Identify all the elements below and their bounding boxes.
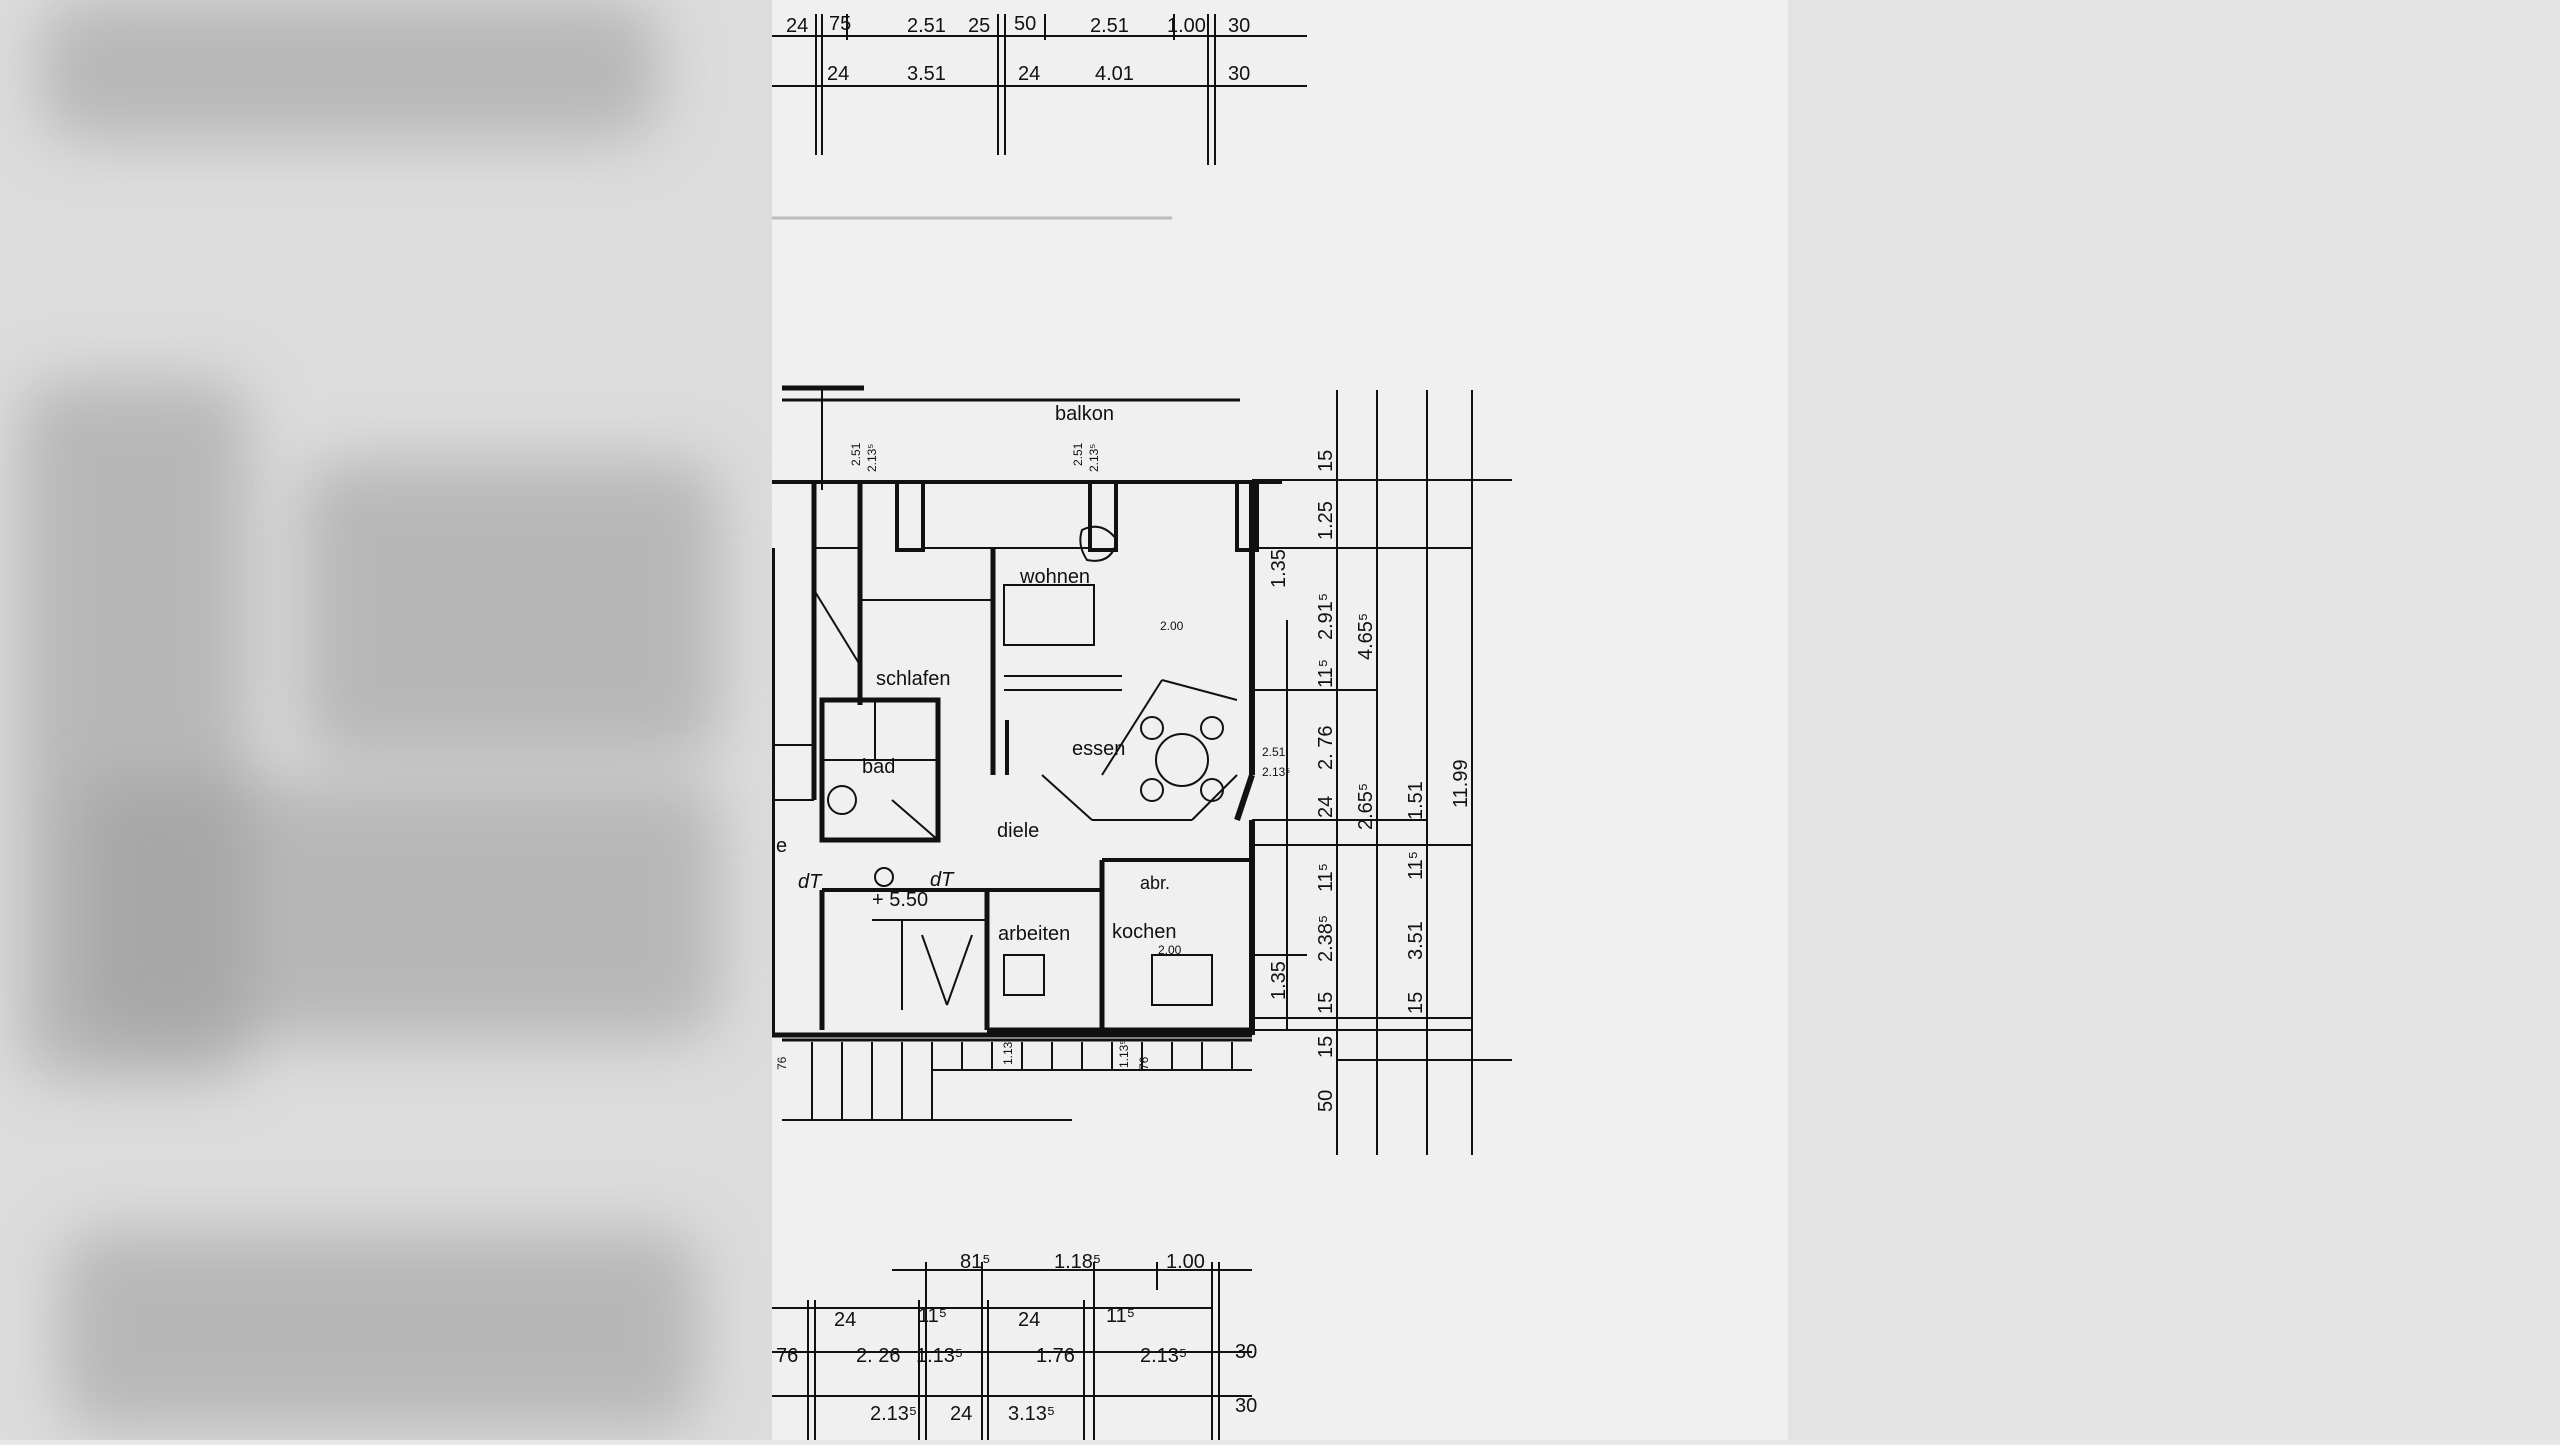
room-label-kochen: kochen [1112, 921, 1177, 943]
svg-text:1.00: 1.00 [1166, 1251, 1205, 1273]
blurred-background-right [1788, 0, 2560, 1440]
svg-text:2.00: 2.00 [1160, 619, 1184, 633]
svg-text:2.51: 2.51 [1090, 15, 1129, 37]
room-label-essen: essen [1072, 738, 1125, 760]
svg-text:2.91⁵: 2.91⁵ [1315, 593, 1337, 640]
room-label-schlafen: schlafen [876, 668, 951, 690]
dt-label-right: dT [930, 869, 955, 891]
svg-text:2.13⁵: 2.13⁵ [865, 444, 879, 472]
svg-text:3.13⁵: 3.13⁵ [1008, 1403, 1055, 1425]
svg-text:11⁵: 11⁵ [1106, 1305, 1135, 1327]
svg-text:11⁵: 11⁵ [918, 1305, 947, 1327]
svg-text:24: 24 [1315, 796, 1337, 818]
svg-text:2.13⁵: 2.13⁵ [1140, 1345, 1187, 1367]
svg-text:50: 50 [1014, 13, 1036, 35]
svg-text:3.51: 3.51 [907, 63, 946, 85]
room-label-arbeiten: arbeiten [998, 923, 1070, 945]
svg-text:2.51: 2.51 [849, 442, 863, 466]
room-label-abr: abr. [1140, 873, 1170, 893]
svg-text:30: 30 [1228, 63, 1250, 85]
svg-text:11⁵: 11⁵ [1315, 659, 1337, 688]
top-dimensions-row2: 24 3.51 24 4.01 30 [827, 63, 1250, 85]
svg-text:11.99: 11.99 [1450, 759, 1472, 808]
room-label-diele: diele [997, 820, 1039, 842]
svg-text:2.51: 2.51 [1071, 442, 1085, 466]
svg-text:24: 24 [827, 63, 849, 85]
svg-text:76: 76 [776, 1345, 798, 1367]
top-dimensions-row1: 24 75 2.51 25 50 2.51 1.00 30 [786, 13, 1250, 37]
svg-text:11⁵: 11⁵ [1405, 851, 1427, 880]
bottom-dimensions-row2: 24 11⁵ 24 11⁵ [834, 1305, 1135, 1331]
svg-text:1.25: 1.25 [1315, 501, 1337, 540]
svg-text:2.13⁵: 2.13⁵ [1262, 765, 1290, 779]
svg-text:1.00: 1.00 [1167, 15, 1206, 37]
svg-text:15: 15 [1315, 1036, 1337, 1058]
svg-text:2. 76: 2. 76 [1315, 726, 1337, 770]
svg-text:30: 30 [1235, 1395, 1257, 1417]
svg-text:24: 24 [1018, 1309, 1040, 1331]
blurred-background-left [0, 0, 772, 1440]
svg-text:4.01: 4.01 [1095, 63, 1134, 85]
svg-text:1.76: 1.76 [1036, 1345, 1075, 1367]
svg-text:30: 30 [1235, 1341, 1257, 1363]
svg-text:1.35: 1.35 [1268, 549, 1290, 588]
bottom-dimensions-row4: 2.13⁵ 24 3.13⁵ 30 [870, 1395, 1257, 1425]
svg-text:81⁵: 81⁵ [960, 1251, 991, 1273]
svg-text:30: 30 [1228, 15, 1250, 37]
bottom-dimensions-row1: 81⁵ 1.18⁵ 1.00 [960, 1251, 1205, 1273]
svg-text:24: 24 [950, 1403, 972, 1425]
svg-text:76: 76 [775, 1056, 789, 1070]
svg-text:24: 24 [786, 15, 808, 37]
svg-text:15: 15 [1405, 992, 1427, 1014]
svg-text:3.51: 3.51 [1405, 921, 1427, 960]
svg-text:1.51: 1.51 [1405, 781, 1427, 820]
svg-text:1.18⁵: 1.18⁵ [1054, 1251, 1101, 1273]
svg-text:2.51: 2.51 [1262, 745, 1286, 759]
svg-text:4.65⁵: 4.65⁵ [1355, 613, 1377, 660]
svg-text:76: 76 [1137, 1056, 1151, 1070]
svg-text:15: 15 [1315, 450, 1337, 472]
svg-text:2.13⁵: 2.13⁵ [1087, 444, 1101, 472]
svg-text:15: 15 [1315, 992, 1337, 1014]
svg-text:25: 25 [968, 15, 990, 37]
level-symbol [874, 867, 894, 887]
svg-text:2.13⁵: 2.13⁵ [870, 1403, 917, 1425]
svg-text:2.51: 2.51 [907, 15, 946, 37]
right-dimensions: 1.35 1.35 15 1.25 2.91⁵ 11⁵ 2. 76 24 11⁵… [1268, 450, 1472, 1112]
room-label-partial: e [776, 835, 787, 857]
svg-text:2. 26: 2. 26 [856, 1345, 900, 1367]
svg-text:1.13⁵: 1.13⁵ [916, 1345, 963, 1367]
dt-label-left: dT [798, 871, 823, 893]
room-label-bad: bad [862, 756, 895, 778]
svg-text:1.13: 1.13 [1001, 1041, 1015, 1065]
room-label-balkon: balkon [1055, 403, 1114, 425]
svg-text:50: 50 [1315, 1090, 1337, 1112]
floor-plan-sheet: balkon wohnen schlafen essen bad diele a… [769, 0, 1788, 1440]
svg-text:1.13⁵: 1.13⁵ [1117, 1040, 1131, 1068]
svg-text:2.38⁵: 2.38⁵ [1315, 915, 1337, 962]
svg-text:75: 75 [829, 13, 851, 35]
room-label-wohnen: wohnen [1019, 566, 1090, 588]
svg-text:24: 24 [1018, 63, 1040, 85]
bottom-dimensions-row3: 76 2. 26 1.13⁵ 1.76 2.13⁵ 30 [776, 1341, 1257, 1367]
svg-text:2.65⁵: 2.65⁵ [1355, 783, 1377, 830]
level-marker: + 5.50 [872, 889, 928, 911]
svg-text:11⁵: 11⁵ [1315, 863, 1337, 892]
svg-text:2.00: 2.00 [1158, 943, 1182, 957]
svg-text:1.35: 1.35 [1268, 961, 1290, 1000]
window-labels: 2.51 2.13⁵ 2.51 2.13⁵ 2.51 2.13⁵ 2.00 2.… [775, 442, 1290, 1070]
svg-text:24: 24 [834, 1309, 856, 1331]
floor-plan-drawing: balkon wohnen schlafen essen bad diele a… [769, 13, 1512, 1440]
